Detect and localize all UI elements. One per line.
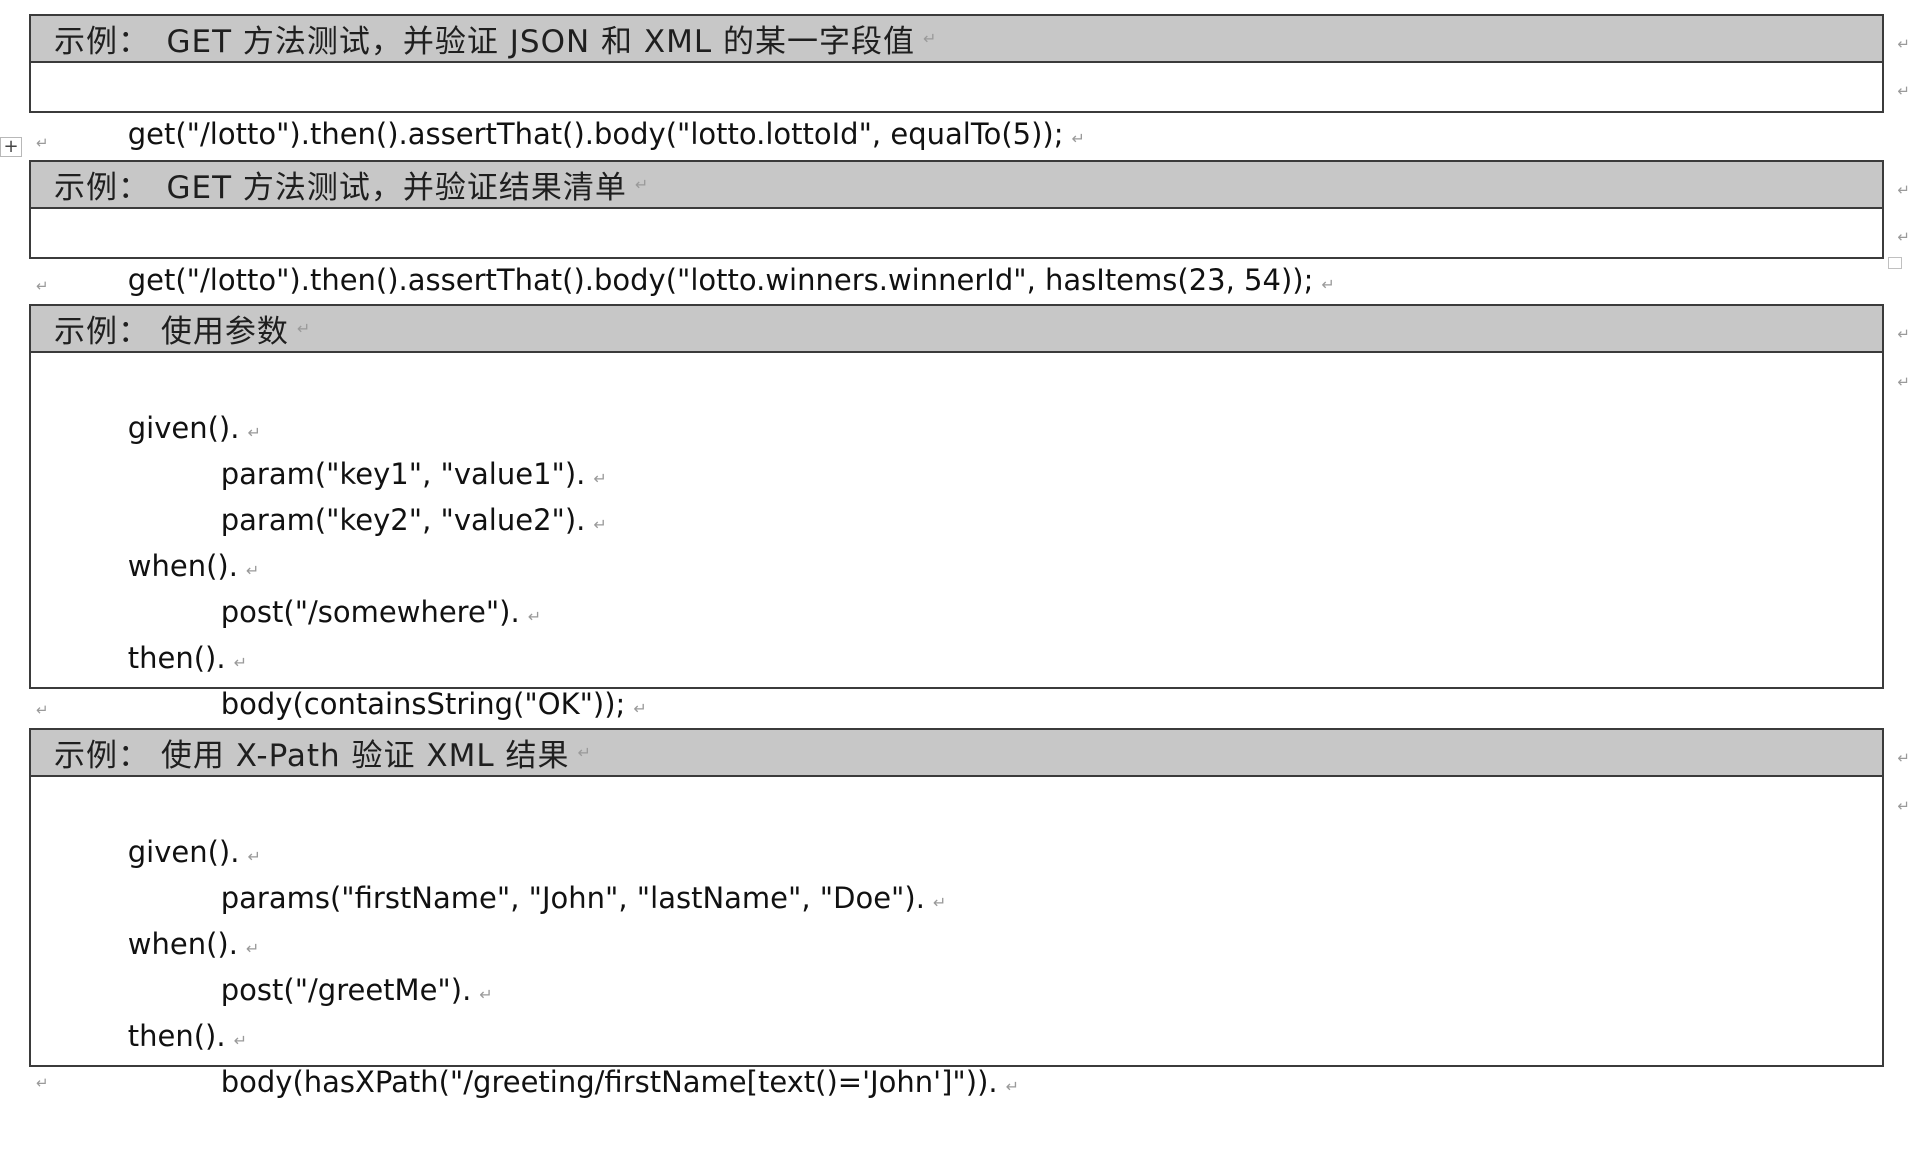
code-text: given(). [127,411,240,445]
code-area: given(). ↵ param("key1", "value1"). ↵ para… [31,353,1882,721]
code-line: get("/lotto").then().assertThat().body("… [54,65,1882,151]
paragraph-mark-icon: ↵ [932,893,947,912]
paragraph-mark-icon: ↵ [245,939,260,958]
paragraph-mark-icon: ↵ [479,985,493,1004]
paragraph-mark-icon: ↵ [36,1074,49,1092]
paragraph-mark-icon: ↵ [593,469,607,488]
table-move-handle[interactable]: + [0,137,22,157]
example-title: 示例： 使用 X-Path 验证 XML 结果 [54,738,570,774]
paragraph-mark-icon: ↵ [1321,275,1335,294]
paragraph-mark-icon: ↵ [527,607,542,626]
example-block: 示例： GET 方法测试，并验证 JSON 和 XML 的某一字段值 ↵ get… [29,14,1884,151]
code-area: get("/lotto").then().assertThat().body("… [31,209,1882,297]
example-block: 示例： 使用 X-Path 验证 XML 结果 ↵ given(). ↵ para… [29,728,1884,1099]
code-text: body(containsString("OK")); [220,687,626,721]
row-end-mark-icon: ↵ [1897,749,1910,767]
row-end-mark-icon: ↵ [1897,325,1910,343]
paragraph-mark-icon: ↵ [36,134,49,152]
table-resize-handle[interactable] [1888,257,1902,269]
code-text: given(). [127,835,240,869]
code-text: then(). [127,1019,226,1053]
code-text: post("/greetMe"). [220,973,472,1007]
example-header: 示例： GET 方法测试，并验证结果清单 ↵ [31,162,1882,209]
code-text: param("key1", "value1"). [220,457,586,491]
code-line: given(). ↵ [54,783,1882,869]
document-page: + 示例： GET 方法测试，并验证 JSON 和 XML 的某一字段值 ↵ g… [0,14,1910,1099]
code-text: params("firstName", "John", "lastName", … [220,881,925,915]
code-line: then(). ↵ [54,589,1882,675]
row-end-mark-icon: ↵ [1897,181,1910,199]
paragraph-mark-icon: ↵ [633,699,647,718]
example-block: 示例： GET 方法测试，并验证结果清单 ↵ get("/lotto").the… [29,160,1884,297]
code-text: get("/lotto").then().assertThat().body("… [127,263,1314,297]
code-text: then(). [127,641,226,675]
code-line: when(). ↵ [54,875,1882,961]
code-text: body(hasXPath("/greeting/firstName[text(… [220,1065,998,1099]
code-line: param("key1", "value1"). ↵ [54,405,1882,491]
code-area: given(). ↵ params("firstName", "John", "l… [31,777,1882,1099]
code-line: body(hasXPath("/greeting/firstName[text(… [54,1013,1882,1099]
paragraph-mark-icon: ↵ [36,277,49,295]
row-end-mark-icon: ↵ [1897,373,1910,391]
code-line: post("/greetMe"). ↵ [54,921,1882,1007]
example-header: 示例： 使用 X-Path 验证 XML 结果 ↵ [31,730,1882,777]
code-line: body(containsString("OK")); ↵ [54,635,1882,721]
code-line: when(). ↵ [54,497,1882,583]
paragraph-mark-icon: ↵ [577,743,592,762]
paragraph-mark-icon: ↵ [245,561,260,580]
example-header: 示例： GET 方法测试，并验证 JSON 和 XML 的某一字段值 ↵ [31,16,1882,63]
code-text: param("key2", "value2"). [220,503,586,537]
row-end-mark-icon: ↵ [1897,35,1910,53]
code-line: get("/lotto").then().assertThat().body("… [54,211,1882,297]
code-line: params("firstName", "John", "lastName", … [54,829,1882,915]
paragraph-mark-icon: ↵ [922,29,938,48]
example-title: 示例： GET 方法测试，并验证 JSON 和 XML 的某一字段值 [54,24,915,60]
paragraph-mark-icon: ↵ [233,1031,247,1050]
paragraph-mark-icon: ↵ [634,175,650,194]
code-text: when(). [127,927,238,961]
row-end-mark-icon: ↵ [1897,82,1910,100]
paragraph-mark-icon: ↵ [296,319,312,338]
row-end-mark-icon: ↵ [1897,228,1910,246]
example-block: 示例： 使用参数 ↵ given(). ↵ param("key1", "valu… [29,304,1884,721]
paragraph-mark-icon: ↵ [36,701,49,719]
paragraph-mark-icon: ↵ [233,653,247,672]
example-title: 示例： 使用参数 [54,314,289,350]
code-line: post("/somewhere"). ↵ [54,543,1882,629]
code-line: given(). ↵ [54,359,1882,445]
code-text: get("/lotto").then().assertThat().body("… [127,117,1064,151]
paragraph-mark-icon: ↵ [247,847,261,866]
code-area: get("/lotto").then().assertThat().body("… [31,63,1882,151]
code-text: when(). [127,549,238,583]
row-end-mark-icon: ↵ [1897,797,1910,815]
example-title: 示例： GET 方法测试，并验证结果清单 [54,170,627,206]
code-line: then(). ↵ [54,967,1882,1053]
code-line: param("key2", "value2"). ↵ [54,451,1882,537]
example-header: 示例： 使用参数 ↵ [31,306,1882,353]
paragraph-mark-icon: ↵ [593,515,607,534]
paragraph-mark-icon: ↵ [247,423,261,442]
code-text: post("/somewhere"). [220,595,520,629]
paragraph-mark-icon: ↵ [1071,129,1085,148]
